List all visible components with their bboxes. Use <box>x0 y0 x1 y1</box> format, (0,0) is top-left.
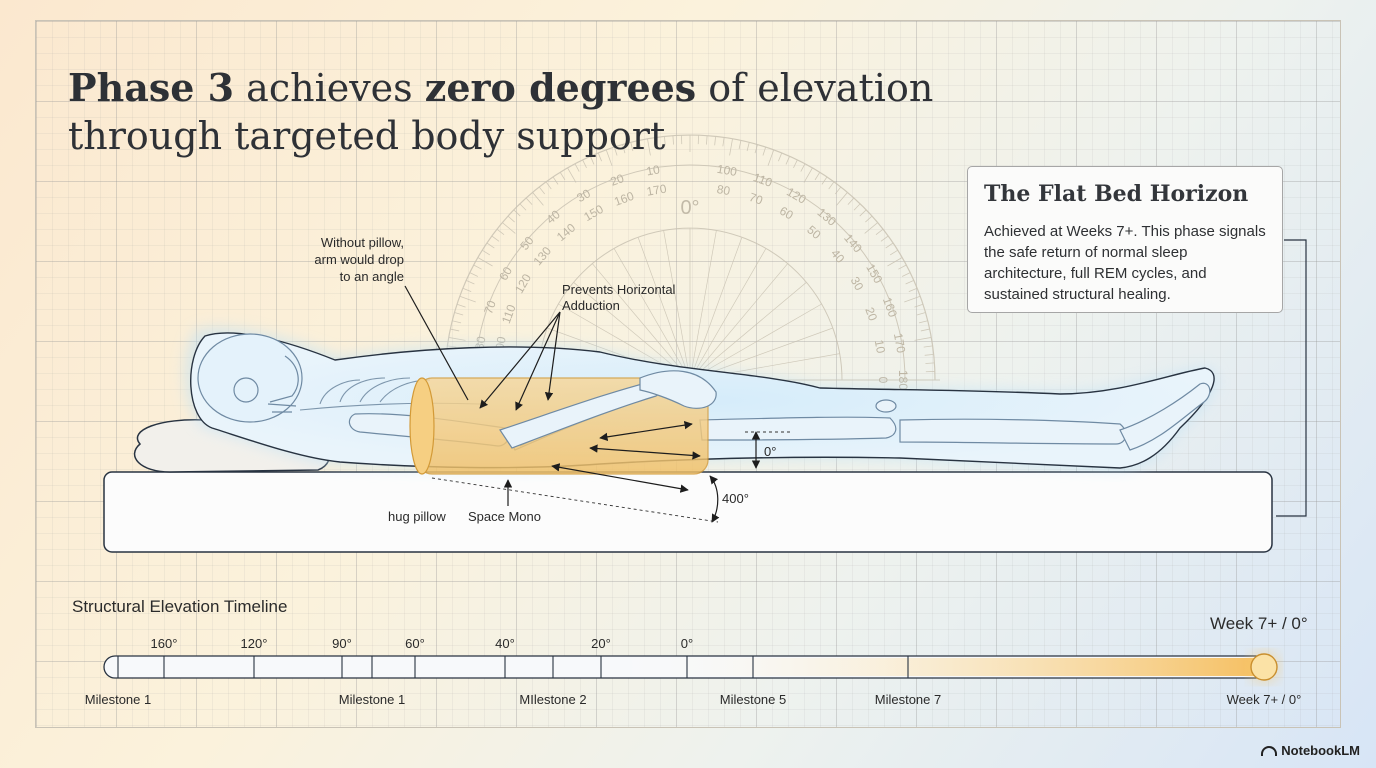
brand-logo: NotebookLM <box>1261 743 1360 758</box>
space-mono-label: Space Mono <box>468 509 541 524</box>
mattress <box>103 471 1273 553</box>
timeline-degree-label: 40° <box>495 636 515 651</box>
protractor-right-outer-0: 100 <box>716 162 738 179</box>
timeline-degree-label: 160° <box>151 636 178 651</box>
protractor-right-outer-6: 160 <box>880 295 900 319</box>
leg-bones <box>699 382 1211 451</box>
protractor-left-inner-3: 130 <box>530 244 554 269</box>
protractor-right-inner-2: 60 <box>777 204 796 223</box>
timeline-milestone-label: Milestone 7 <box>875 692 941 707</box>
adduction-note: Prevents Horizontal Adduction <box>562 282 676 313</box>
timeline-degree-label: 0° <box>681 636 693 651</box>
card-title: The Flat Bed Horizon <box>984 181 1249 207</box>
info-card: The Flat Bed Horizon Achieved at Weeks 7… <box>967 166 1283 313</box>
timeline-milestone-label: Milestone 1 <box>85 692 151 707</box>
protractor-zero-label: 0° <box>680 197 699 219</box>
protractor-right-inner-5: 30 <box>848 274 867 293</box>
without-pillow-note: Without pillow, arm would drop to an ang… <box>314 235 404 284</box>
protractor-right-outer-2: 120 <box>784 185 809 207</box>
title-emphasis-zero: zero degrees <box>424 65 697 110</box>
zero-degree-label: 0° <box>764 444 777 459</box>
protractor <box>440 134 940 381</box>
timeline-degree-label: 120° <box>241 636 268 651</box>
title-emphasis-phase: Phase 3 <box>68 65 235 110</box>
protractor-left-inner-7: 170 <box>645 181 667 198</box>
protractor-left-outer-5: 30 <box>574 186 593 205</box>
title-text-b: of elevation <box>696 66 934 110</box>
protractor-right-inner-0: 80 <box>716 182 732 198</box>
title-text-c: through targeted body support <box>68 114 666 158</box>
timeline-milestone-label: Milestone 1 <box>339 692 405 707</box>
timeline-milestone-label: MIlestone 2 <box>519 692 586 707</box>
four-hundred-degree-label: 400° <box>722 491 749 506</box>
skull <box>197 333 303 423</box>
forearm-bones <box>499 370 717 449</box>
protractor-right-outer-8: 180 <box>896 370 910 390</box>
protractor-right-inner-1: 70 <box>747 190 765 208</box>
timeline-milestone-label: Week 7+ / 0° <box>1227 692 1302 707</box>
card-body: Achieved at Weeks 7+. This phase signals… <box>984 223 1266 303</box>
brand-name: NotebookLM <box>1281 743 1360 758</box>
protractor-right-inner-7: 10 <box>872 339 888 355</box>
annotation-lines <box>404 239 1307 523</box>
title-text-a: achieves <box>234 66 425 110</box>
timeline-title: Structural Elevation Timeline <box>72 597 288 616</box>
protractor-left-outer-4: 40 <box>544 207 563 227</box>
protractor-right-outer-1: 110 <box>751 170 774 190</box>
protractor-left-outer-1: 70 <box>481 298 499 316</box>
page-title: Phase 3 achieves zero degrees of elevati… <box>68 64 968 160</box>
timeline-milestone-label: Milestone 5 <box>720 692 786 707</box>
protractor-right-inner-6: 20 <box>862 305 880 323</box>
protractor-left-outer-2: 60 <box>496 264 515 283</box>
protractor-right-outer-7: 170 <box>891 332 908 354</box>
protractor-left-inner-4: 140 <box>554 220 579 244</box>
hug-pillow-label: hug pillow <box>388 509 446 524</box>
protractor-right-inner-4: 40 <box>828 246 848 265</box>
protractor-right-outer-3: 130 <box>815 205 840 229</box>
timeline-degree-label: 20° <box>591 636 611 651</box>
timeline: 160° 120° 90° 60° 40° 20° 0° Milestone 1 Milesto… <box>85 636 1302 707</box>
protractor-right-outer-5: 150 <box>863 261 885 286</box>
brand-icon <box>1261 745 1278 756</box>
timeline-degree-label: 60° <box>405 636 425 651</box>
protractor-left-outer-7: 10 <box>645 162 661 178</box>
protractor-left-inner-2: 120 <box>512 271 534 296</box>
protractor-left-inner-1: 110 <box>499 302 519 325</box>
protractor-right-inner-8: 0 <box>876 377 890 384</box>
protractor-left-inner-6: 160 <box>612 189 636 209</box>
protractor-right-outer-4: 140 <box>841 231 865 256</box>
protractor-right-inner-3: 50 <box>804 223 823 243</box>
protractor-left-inner-5: 150 <box>581 202 606 224</box>
protractor-left-outer-3: 50 <box>517 233 537 252</box>
protractor-left-outer-6: 20 <box>609 171 627 189</box>
timeline-degree-label: 90° <box>332 636 352 651</box>
timeline-endpoint-label: Week 7+ / 0° <box>1210 614 1308 633</box>
